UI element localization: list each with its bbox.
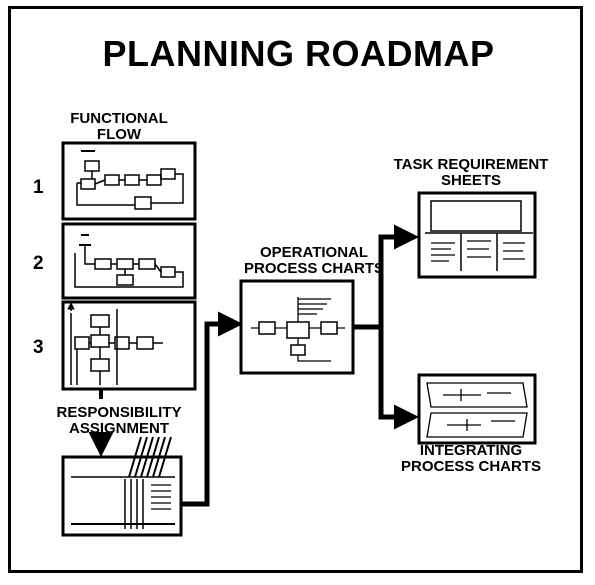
functional-flow-chart-3 bbox=[61, 300, 197, 391]
integrating-process-charts-chart bbox=[417, 373, 537, 445]
operational-process-charts-label: OPERATIONAL PROCESS CHARTS bbox=[243, 244, 385, 277]
functional-flow-chart-1 bbox=[61, 141, 197, 221]
diagram-graphics bbox=[61, 141, 537, 537]
operational-process-chart bbox=[239, 279, 355, 375]
diagram-frame: PLANNING ROADMAP FUNCTIONAL FLOW 1 2 3 R… bbox=[8, 6, 583, 573]
integrating-process-charts-label: INTEGRATING PROCESS CHARTS bbox=[400, 442, 542, 475]
responsibility-assignment-chart bbox=[61, 436, 183, 537]
diagram-title: PLANNING ROADMAP bbox=[102, 33, 495, 74]
functional-flow-chart-2 bbox=[61, 222, 197, 300]
step-2-number: 2 bbox=[33, 253, 44, 274]
step-3-number: 3 bbox=[33, 337, 44, 358]
task-requirement-sheets-chart bbox=[417, 191, 537, 279]
step-1-number: 1 bbox=[33, 177, 44, 198]
task-requirement-sheets-label: TASK REQUIREMENT SHEETS bbox=[393, 156, 549, 189]
functional-flow-label: FUNCTIONAL FLOW bbox=[70, 110, 168, 143]
